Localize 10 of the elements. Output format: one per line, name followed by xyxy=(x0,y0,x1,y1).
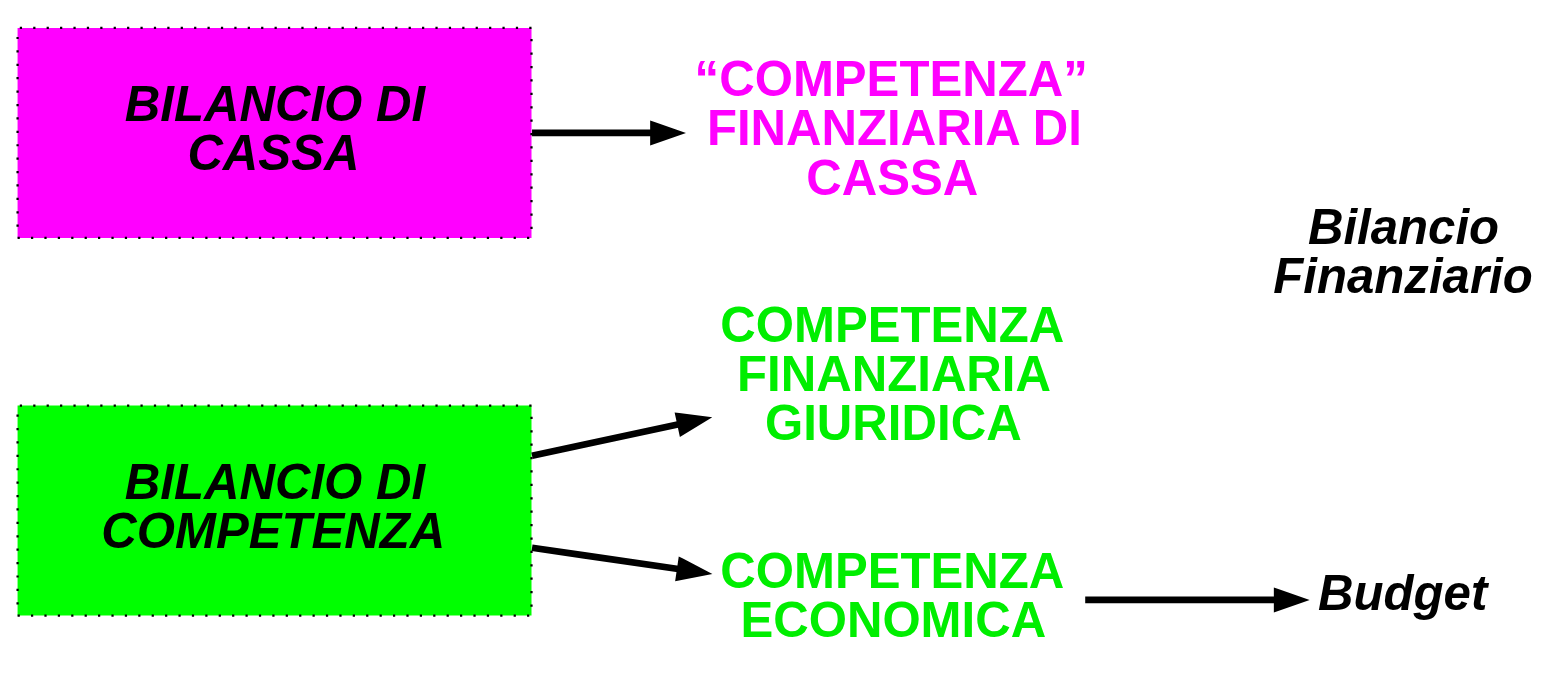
arrow xyxy=(532,120,686,146)
node-text: COMPETENZA FINANZIARIA GIURIDICA xyxy=(720,298,1065,451)
node-text: “COMPETENZA” FINANZIARIA DI CASSA xyxy=(694,52,1088,205)
arrow xyxy=(531,544,713,582)
node-text: Budget xyxy=(1318,566,1488,621)
node-box: BILANCIO DI COMPETENZA xyxy=(16,404,533,617)
node-text: COMPETENZA ECONOMICA xyxy=(720,543,1065,648)
node-box: BILANCIO DI CASSA xyxy=(16,26,533,240)
label: Bilancio Finanziario xyxy=(1273,199,1533,303)
arrow xyxy=(531,412,713,460)
